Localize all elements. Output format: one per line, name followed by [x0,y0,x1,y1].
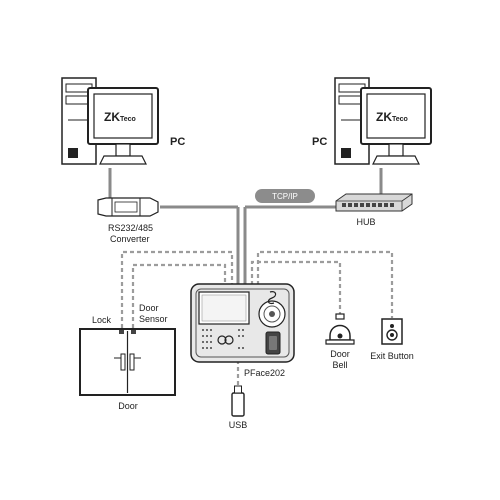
camera-icon [258,300,286,328]
door-bell[interactable]: Door Bell [325,313,355,370]
door-sensor-label-line2: Sensor [139,314,168,324]
lock-label: Lock [92,315,112,325]
pc-right[interactable]: ZKTeco PC [312,77,432,165]
hub-label: HUB [356,217,375,227]
pc-right-monitor [360,87,432,165]
device-keypad [202,329,244,349]
door-handle-left [114,353,126,371]
device-screen [198,291,250,325]
exit-button-wire [256,250,394,318]
exit-button-device[interactable]: Exit Button [370,318,414,361]
rs232-converter[interactable]: RS232/485 Converter [97,197,159,244]
door-handle-right [129,353,141,371]
door-bell-label-line2: Bell [332,360,347,370]
lock-wire [120,250,234,328]
device-label: PFace202 [244,368,285,378]
pc-left-brand: ZKTeco [104,110,136,124]
pc-left-label: PC [170,136,185,148]
door-bell-label-line1: Door [330,349,350,359]
door-bell-wire [250,260,342,318]
lock-unit [119,330,124,334]
dashed-connections [120,250,394,392]
tcpip-label: TCP/IP [272,192,298,201]
exit-button-label: Exit Button [370,351,414,361]
door-sensor-unit [131,330,136,334]
solid-connections [108,168,383,290]
fingerprint-sensor-icon [265,331,281,355]
door-sensor-label-line1: Door [139,303,159,313]
pc-left[interactable]: ZKTeco PC [61,77,185,165]
pc-right-brand: ZKTeco [376,110,408,124]
device-logo-icon [217,335,234,345]
tcpip-label-pill: TCP/IP [255,189,315,203]
converter-label-line2: Converter [110,234,150,244]
hub[interactable]: HUB [335,193,413,227]
usb-drive[interactable]: USB [229,385,248,430]
converter-label-line1: RS232/485 [108,223,153,233]
pface202-device[interactable]: PFace202 [190,283,295,378]
door-label: Door [118,401,138,411]
door-sensor-wire [131,263,227,328]
usb-label: USB [229,420,248,430]
pc-right-label: PC [312,136,327,148]
pc-left-monitor [87,87,159,165]
device-brand-mark-icon [267,291,277,305]
door[interactable]: Lock Door Sensor Door [79,303,176,411]
